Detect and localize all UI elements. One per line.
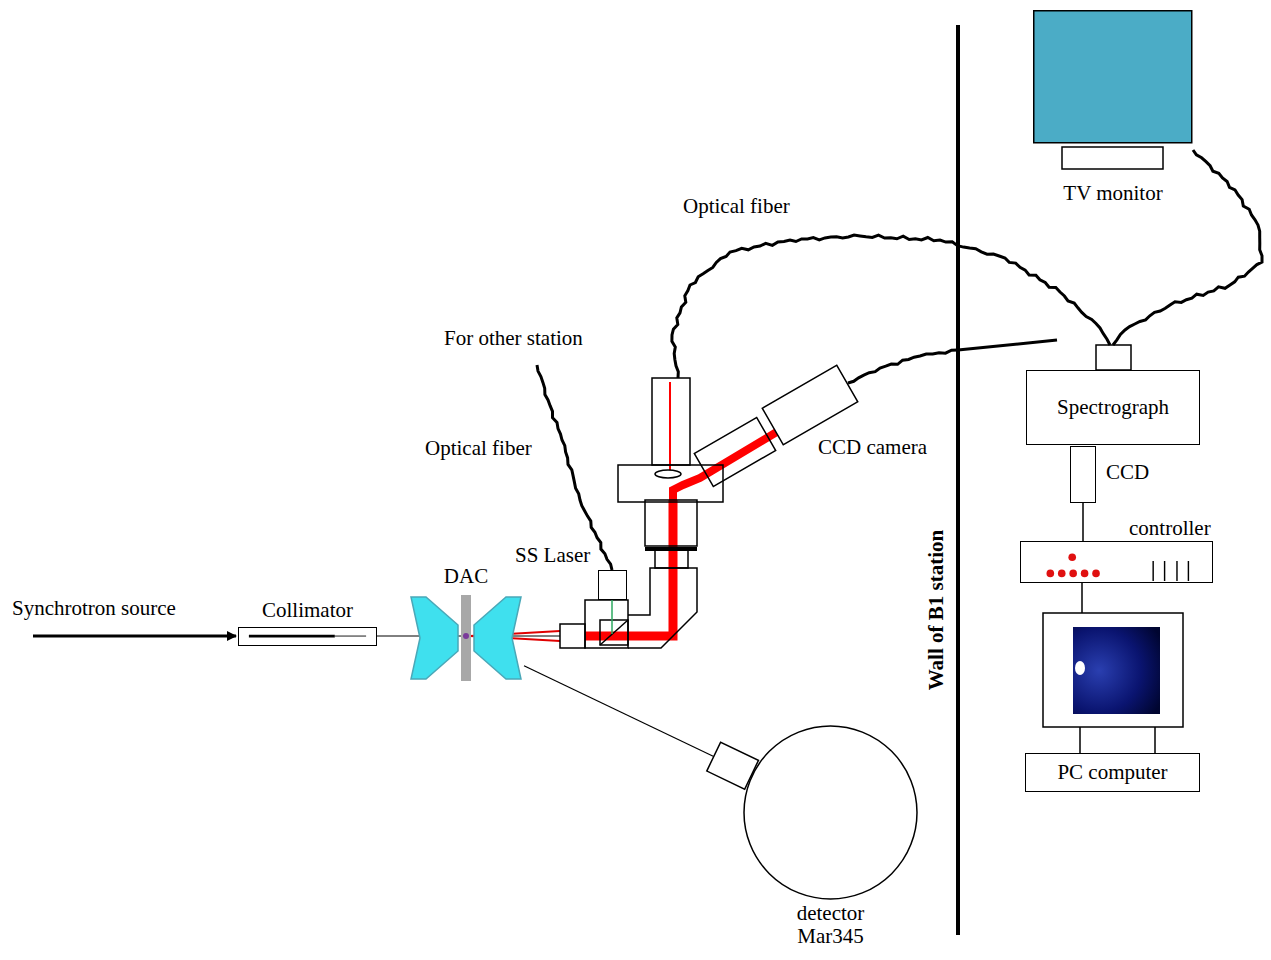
detector-circle-shape [743, 725, 918, 900]
node-label: CCD camera [818, 436, 927, 459]
connector [524, 666, 714, 757]
node-label: TV monitor [1063, 182, 1162, 205]
node-label: DAC [444, 565, 488, 588]
spectrograph-box: Spectrograph [1026, 370, 1200, 445]
beam-arrow [33, 635, 236, 638]
laser-box: SS Laser [598, 570, 627, 600]
microscope [560, 378, 776, 648]
controller-box: controller [1020, 541, 1213, 583]
pc-monitor [1043, 583, 1183, 753]
node-label: CCD [1106, 461, 1149, 484]
annotation-label: Optical fiber [425, 437, 532, 460]
annotation-label: Synchrotron source [12, 597, 176, 620]
tv-monitor: TV monitor [1033, 10, 1193, 170]
red-beam-thin [669, 382, 671, 470]
connector [1082, 503, 1084, 541]
camera-cable [958, 340, 1057, 350]
connector [1113, 150, 1262, 345]
pc-box: PC computer [1025, 753, 1200, 792]
diamond-anvil-cell: DAC [408, 595, 524, 681]
collimator: Collimator [238, 627, 377, 646]
diamond-anvil-cell-shape [408, 595, 524, 681]
laser-ray [611, 600, 613, 634]
ccd-box: CCD [1070, 446, 1096, 503]
detector-circle: detector Mar345 [743, 725, 918, 900]
fiber-connector [1096, 345, 1131, 370]
controller-box-shape [1021, 542, 1212, 582]
camera-cable [848, 350, 958, 383]
ccd-camera: CCD camera [760, 362, 860, 442]
annotation-label: For other station [444, 327, 583, 350]
collimator-shape [239, 628, 376, 645]
tv-monitor-shape [1033, 10, 1193, 170]
node-label: detector Mar345 [781, 902, 881, 948]
node-label: controller [1129, 517, 1211, 540]
optical-fiber [537, 365, 612, 570]
annotation-label: Optical fiber [683, 195, 790, 218]
node-label: PC computer [1026, 754, 1199, 791]
optical-fiber [672, 235, 1110, 378]
node-label: Collimator [262, 599, 353, 622]
wall [956, 25, 960, 935]
ccd-camera-shape [760, 362, 860, 442]
node-label: SS Laser [515, 544, 590, 567]
node-label: Spectrograph [1027, 371, 1199, 444]
wall-label: Wall of B1 station [925, 528, 948, 692]
